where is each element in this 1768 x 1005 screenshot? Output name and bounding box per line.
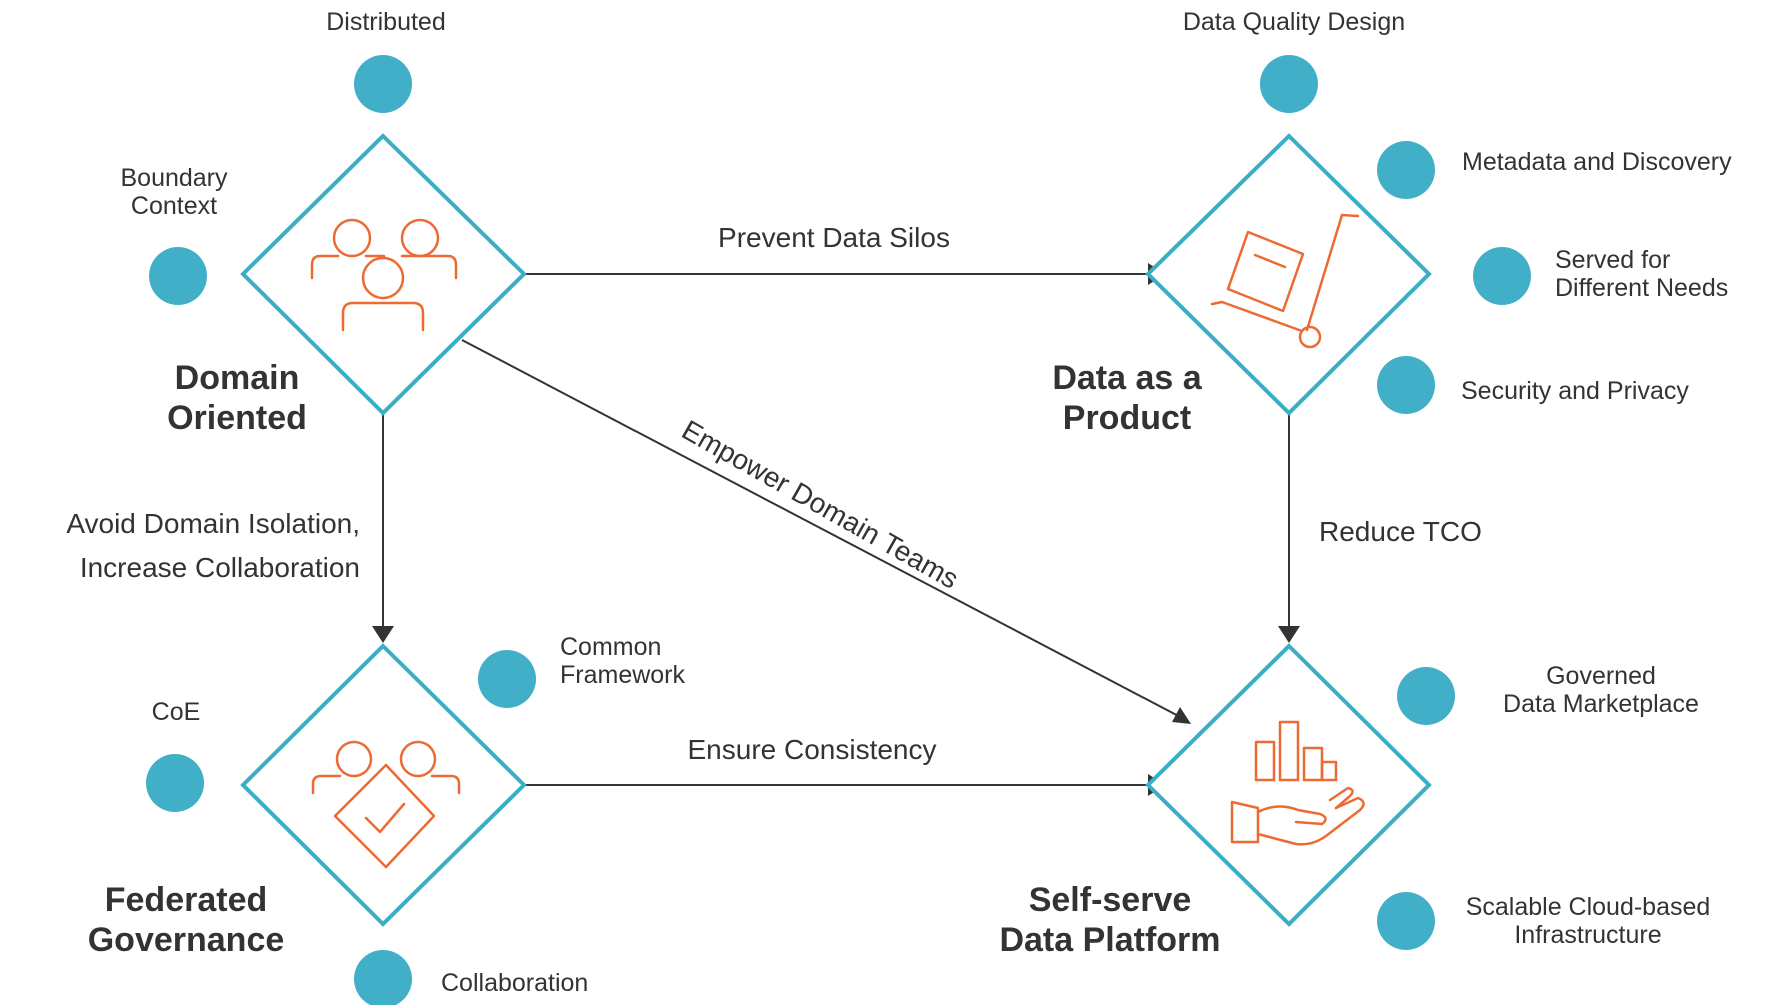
federated-governance-title-line-2: Governance (87, 921, 285, 959)
self-serve-platform-title: Self-serve Data Platform (999, 880, 1220, 960)
label-boundary-context-line-1: Boundary (120, 164, 228, 192)
federated-governance-title: Federated Governance (88, 880, 285, 960)
edge-label-reduce-tco: Reduce TCO (1319, 516, 1482, 547)
dot-security-privacy (1377, 356, 1435, 414)
label-security-privacy: Security and Privacy (1461, 377, 1689, 405)
federated-governance-diamond (240, 643, 527, 927)
people-shield-check-icon (311, 740, 461, 869)
data-product-title-line-1: Data as a (1052, 359, 1202, 397)
arrowhead-domain-to-platform (1172, 707, 1191, 724)
self-serve-platform-title-line-1: Self-serve (1028, 881, 1192, 919)
label-scalable-infra-line-1: Scalable Cloud-based (1465, 893, 1711, 921)
dot-metadata-discovery (1377, 141, 1435, 199)
people-group-icon (310, 218, 458, 332)
dot-data-quality-design (1260, 55, 1318, 113)
hand-truck-box-icon (1210, 213, 1360, 349)
domain-oriented-title-line-1: Domain (174, 359, 300, 397)
label-distributed: Distributed (326, 8, 446, 36)
arrow-domain-to-platform (461, 339, 1187, 721)
arrowhead-domain-to-governance (372, 626, 394, 643)
label-common-framework-line-2: Framework (560, 661, 686, 689)
dot-distributed (354, 55, 412, 113)
edge-label-avoid-line-2: Increase Collaboration (79, 552, 360, 583)
domain-oriented-title-line-2: Oriented (167, 399, 307, 437)
edge-label-avoid-line-1: Avoid Domain Isolation, (66, 508, 360, 539)
label-boundary-context-line-2: Context (130, 192, 218, 220)
label-served-needs-line-2: Different Needs (1555, 274, 1729, 302)
domain-oriented-diamond (240, 133, 527, 416)
label-scalable-infra-line-2: Infrastructure (1514, 921, 1662, 949)
label-governed-marketplace: Governed Data Marketplace (1503, 662, 1699, 718)
edge-label-avoid-domain-isolation: Avoid Domain Isolation, Increase Collabo… (66, 502, 360, 590)
domain-oriented-title: Domain Oriented (167, 358, 307, 438)
self-serve-platform-diamond (1145, 643, 1432, 927)
arrowhead-product-to-platform (1278, 626, 1300, 643)
label-coe: CoE (151, 698, 201, 726)
label-governed-marketplace-line-1: Governed (1546, 662, 1656, 690)
label-common-framework: Common Framework (560, 633, 685, 689)
label-metadata-discovery: Metadata and Discovery (1462, 148, 1732, 176)
label-served-needs-line-1: Served for (1555, 246, 1671, 274)
self-serve-platform-title-line-2: Data Platform (999, 921, 1221, 959)
hand-bar-chart-icon (1230, 720, 1365, 846)
data-product-diamond (1145, 133, 1432, 416)
data-product-title-line-2: Product (1062, 399, 1192, 437)
label-collaboration: Collaboration (441, 969, 589, 997)
federated-governance-title-line-1: Federated (104, 881, 268, 919)
label-scalable-infra: Scalable Cloud-based Infrastructure (1466, 893, 1711, 949)
dot-coe (146, 754, 204, 812)
dot-governed-marketplace (1397, 667, 1455, 725)
edge-label-ensure-consistency: Ensure Consistency (687, 734, 937, 765)
data-product-title: Data as a Product (1052, 358, 1201, 438)
label-common-framework-line-1: Common (560, 633, 662, 661)
label-served-needs: Served for Different Needs (1555, 246, 1728, 302)
label-governed-marketplace-line-2: Data Marketplace (1503, 690, 1699, 718)
dot-collaboration (354, 950, 412, 1005)
dot-common-framework (478, 650, 536, 708)
dot-scalable-infra (1377, 892, 1435, 950)
dot-served-needs (1473, 247, 1531, 305)
label-data-quality-design: Data Quality Design (1182, 8, 1406, 36)
edge-label-prevent-data-silos: Prevent Data Silos (718, 222, 950, 253)
label-boundary-context: Boundary Context (120, 164, 227, 220)
dot-boundary-context (149, 247, 207, 305)
